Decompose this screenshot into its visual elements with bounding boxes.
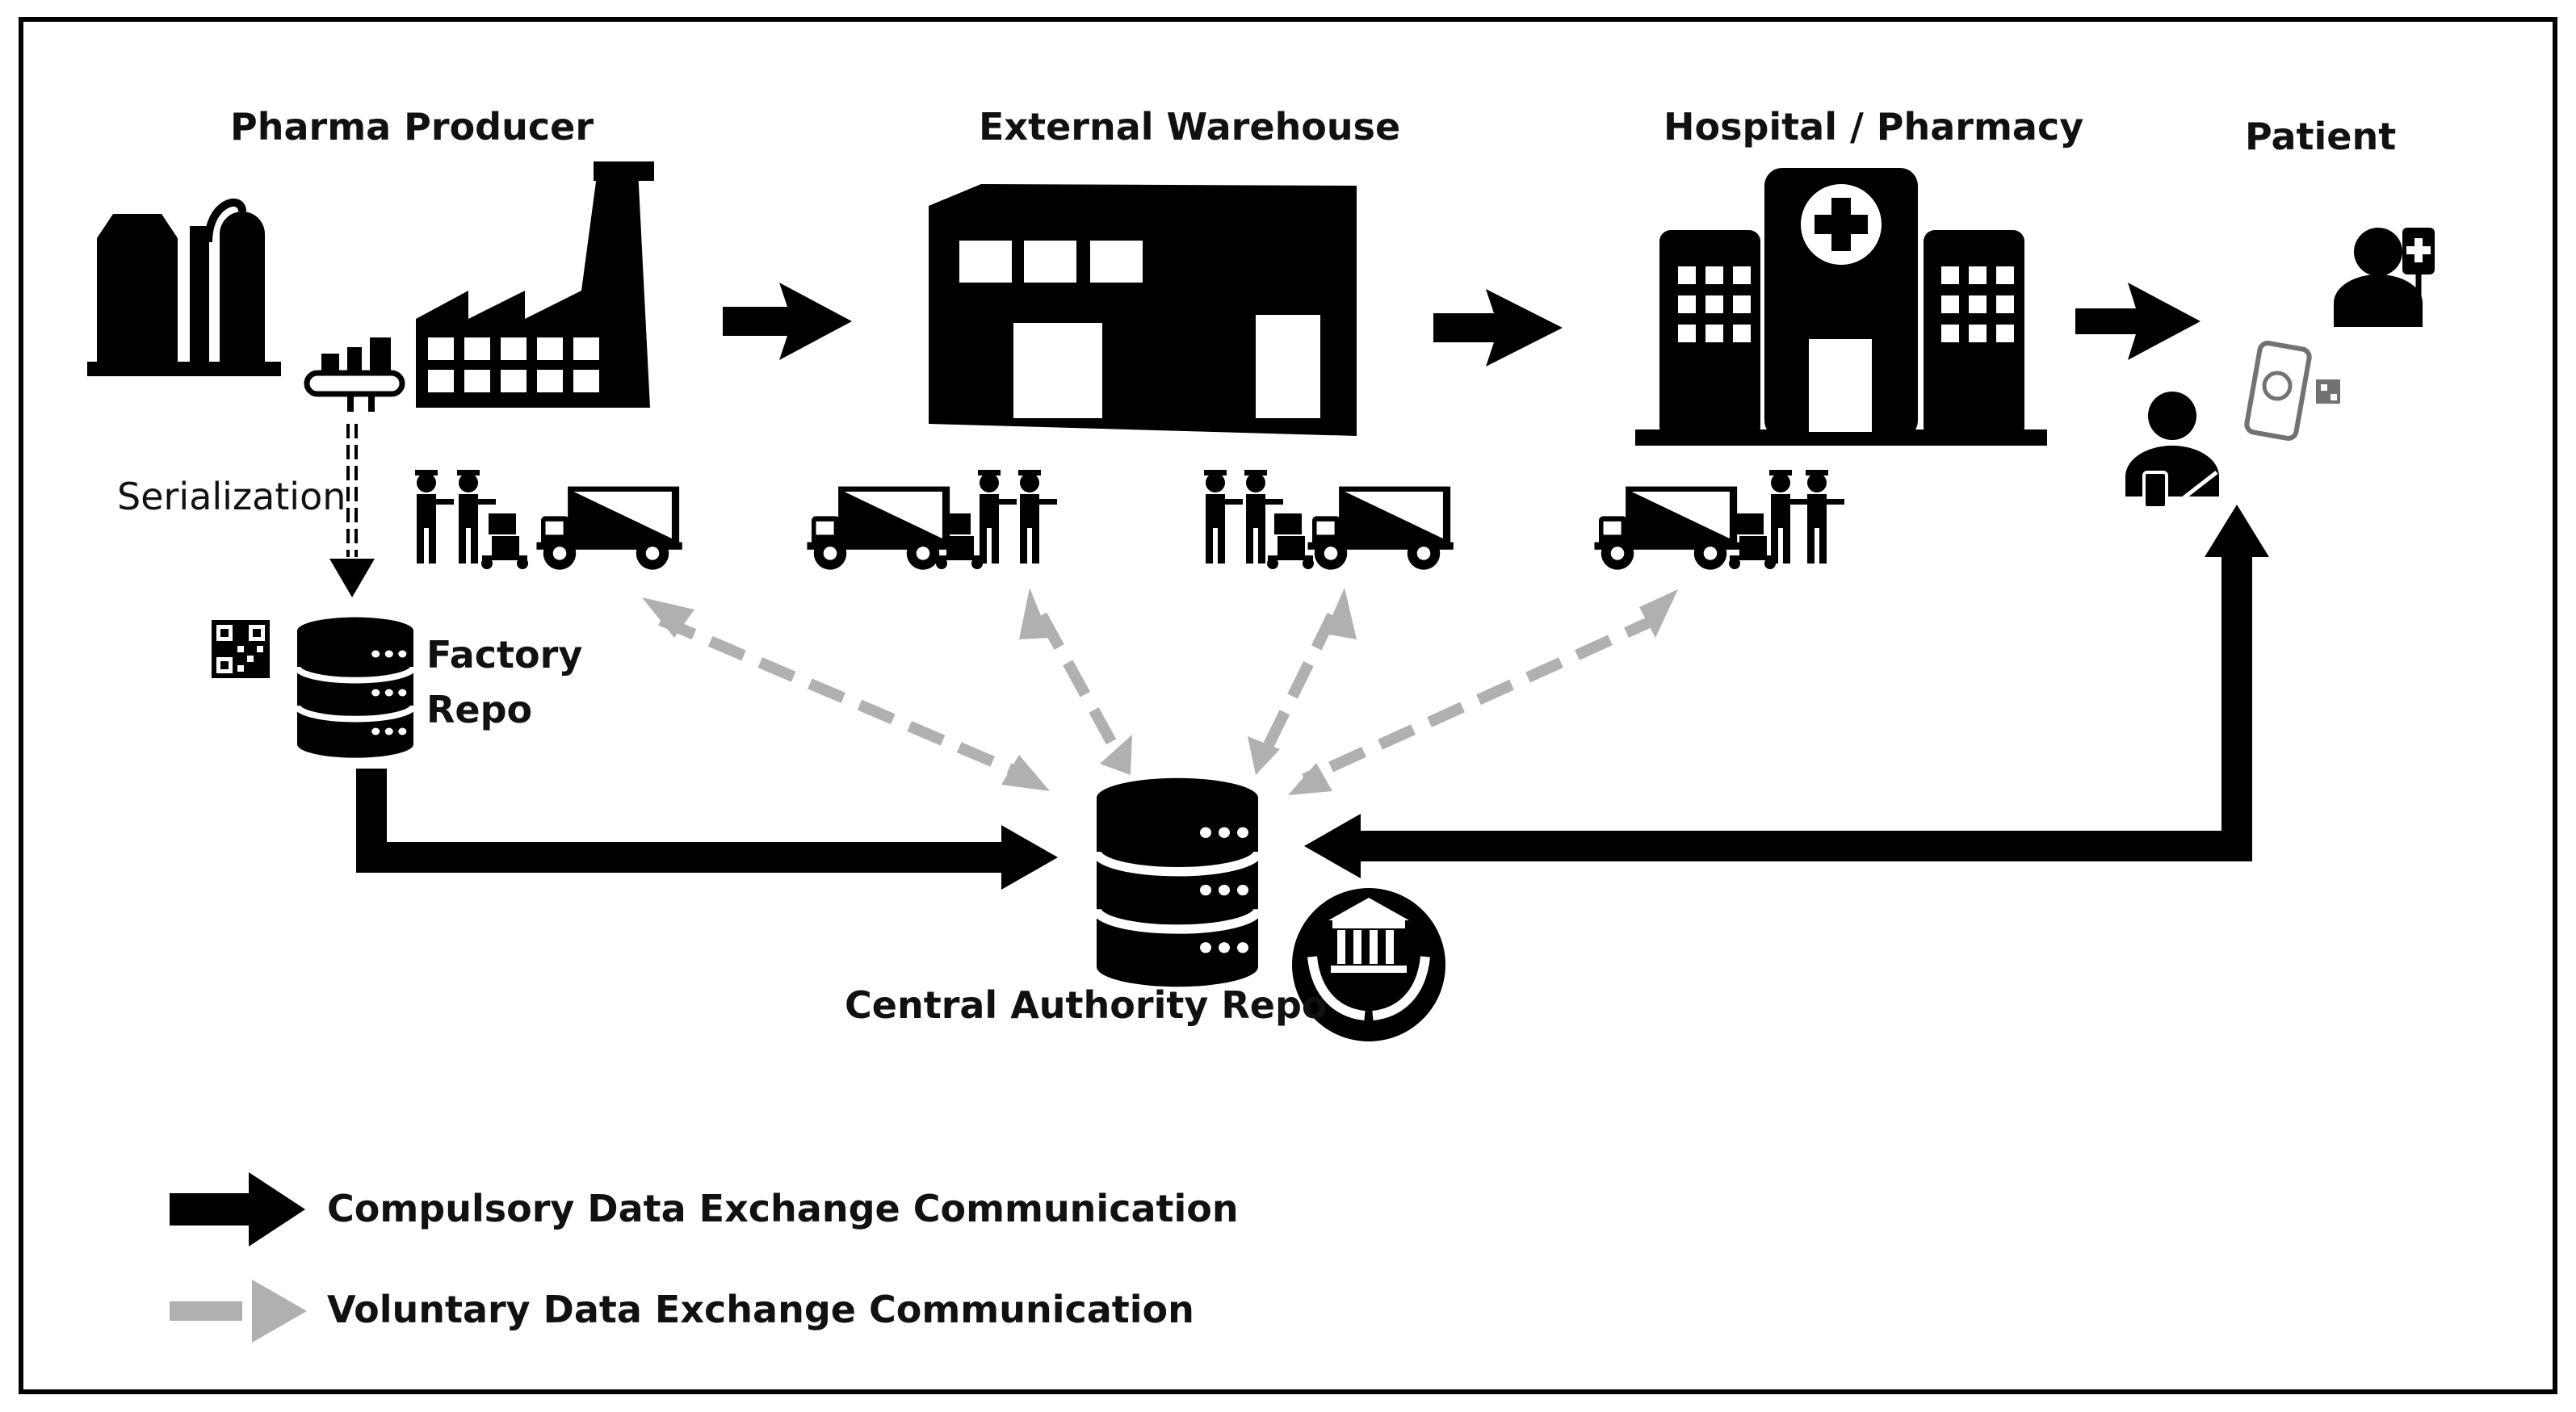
phone-scan-icon bbox=[2244, 341, 2340, 441]
voluntary-arrowhead bbox=[1324, 588, 1357, 639]
voluntary-arrowhead bbox=[1100, 735, 1132, 775]
legend-voluntary-arrow bbox=[170, 1280, 307, 1343]
compulsory-arrow-patient-central bbox=[1304, 505, 2269, 878]
patient-iv-icon bbox=[2334, 228, 2435, 327]
delivery-truck-icon bbox=[1307, 486, 1454, 570]
flow-arrow-hospital-patient bbox=[2075, 283, 2201, 360]
warehouse-icon bbox=[929, 184, 1357, 436]
database-icon bbox=[1097, 778, 1258, 987]
stage-label-warehouse: External Warehouse bbox=[979, 105, 1401, 149]
hospital-icon bbox=[1635, 168, 2047, 446]
delivery-truck-icon bbox=[807, 486, 953, 570]
voluntary-arrowhead bbox=[1019, 588, 1050, 639]
serialization-label: Serialization bbox=[117, 475, 346, 518]
voluntary-arrowhead bbox=[1288, 763, 1332, 795]
factory-repo-label-line2: Repo bbox=[426, 688, 533, 731]
person-with-medicine-icon bbox=[2125, 392, 2219, 509]
compulsory-arrow-factory-central bbox=[356, 769, 1058, 890]
delivery-truck-icon bbox=[1594, 486, 1740, 570]
delivery-workers-icon bbox=[978, 470, 1017, 564]
database-icon bbox=[297, 618, 413, 758]
delivery-truck-icon bbox=[536, 486, 682, 570]
legend-compulsory-label: Compulsory Data Exchange Communication bbox=[327, 1187, 1239, 1230]
delivery-workers-icon bbox=[1769, 470, 1808, 564]
flow-arrow-producer-warehouse bbox=[723, 283, 852, 360]
factory-icon bbox=[416, 161, 654, 408]
outer-frame bbox=[19, 17, 2557, 1394]
conveyor-icon bbox=[304, 337, 405, 412]
central-repo-label: Central Authority Repo bbox=[845, 983, 1328, 1027]
delivery-workers-icon bbox=[1204, 470, 1243, 564]
voluntary-arrowhead bbox=[1639, 589, 1678, 638]
stage-label-hospital: Hospital / Pharmacy bbox=[1663, 105, 2084, 149]
voluntary-arrowhead bbox=[642, 597, 694, 638]
industrial-plant-icon bbox=[87, 199, 281, 376]
voluntary-arrowhead bbox=[1001, 755, 1050, 791]
legend-compulsory-arrow bbox=[170, 1172, 305, 1246]
serialization-arrow bbox=[329, 424, 375, 597]
voluntary-arrows bbox=[658, 612, 1662, 785]
stage-label-patient: Patient bbox=[2245, 115, 2397, 158]
government-hands-icon bbox=[1292, 888, 1445, 1041]
factory-repo-label-line1: Factory bbox=[426, 633, 583, 677]
delivery-workers-icon bbox=[415, 470, 454, 564]
stage-label-producer: Pharma Producer bbox=[230, 105, 594, 149]
voluntary-arrowhead bbox=[1248, 736, 1280, 775]
legend-voluntary-label: Voluntary Data Exchange Communication bbox=[327, 1288, 1194, 1331]
flow-arrow-warehouse-hospital bbox=[1433, 289, 1563, 367]
qr-code-icon bbox=[212, 620, 270, 678]
